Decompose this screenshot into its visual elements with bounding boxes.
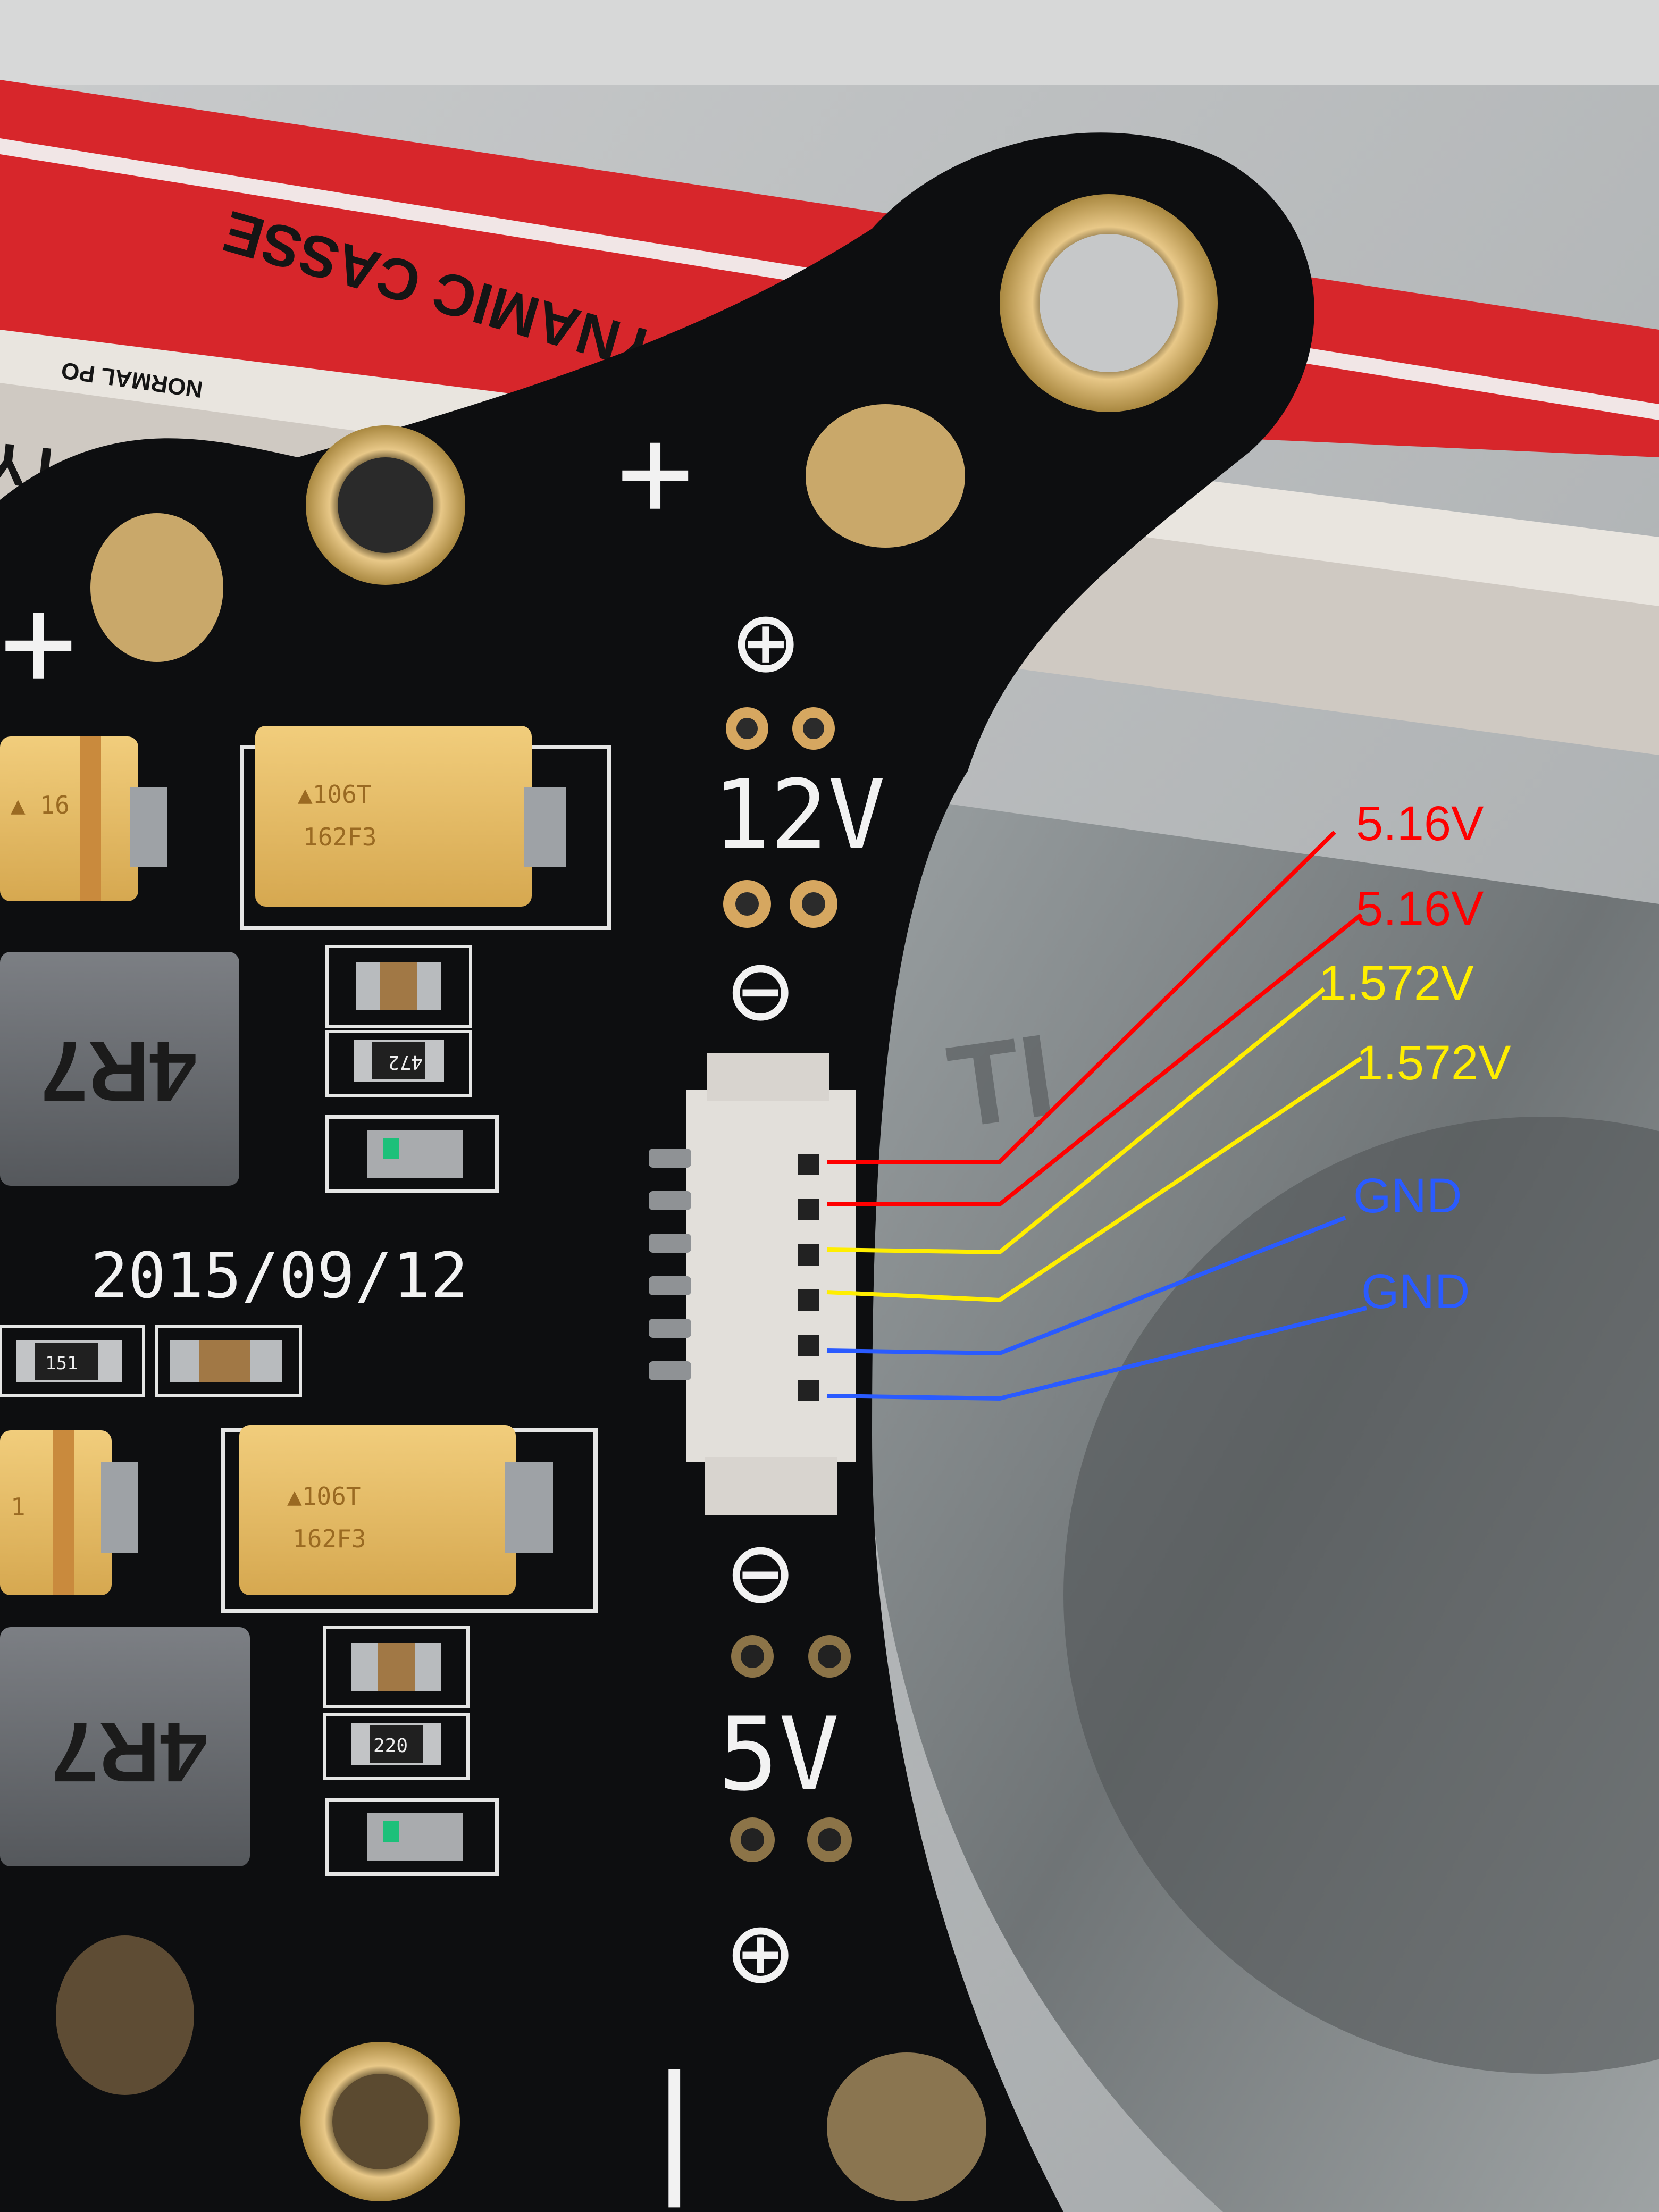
pad-esc-plus: [90, 513, 223, 662]
smd-outline: [323, 1713, 470, 1780]
rail-5v-minus-symbol: ⊖: [728, 1510, 792, 1634]
rail-12v-pad-hole: [802, 892, 825, 916]
smd-part-body: [380, 962, 417, 1010]
rail-12v-label: 12V: [713, 760, 885, 871]
smd-part-body: [378, 1643, 415, 1691]
capacitor-line1: ▲ 16: [11, 791, 70, 819]
annotation-line: [826, 987, 1326, 1255]
inductor-label: 4R7: [40, 1024, 197, 1119]
annotation-label: 1.572V: [1356, 1036, 1511, 1090]
jst-slot: [798, 1244, 819, 1266]
capacitor-terminal: [130, 787, 167, 867]
capacitor-line1: 1: [11, 1493, 26, 1521]
capacitor-line1: ▲106T: [298, 780, 371, 809]
led-green: [383, 1821, 399, 1842]
rail-5v-pad-hole: [818, 1645, 841, 1668]
pad-plus-label-1: +: [617, 397, 694, 546]
smd-outline: [0, 1325, 145, 1397]
led: [367, 1130, 463, 1178]
rail-12v-plus-symbol: ⊕: [734, 580, 798, 703]
led: [367, 1813, 463, 1861]
pcb-board: [0, 132, 1314, 2212]
mount-hole-top-inner: [1040, 234, 1178, 372]
capacitor: [239, 1425, 516, 1595]
jst-pin: [649, 1191, 691, 1210]
capacitor-line2: 162F3: [292, 1524, 366, 1553]
jst-pin: [649, 1276, 691, 1295]
jst-slot: [798, 1335, 819, 1356]
rail-12v-pad-hole: [736, 718, 758, 739]
mount-hole-left-inner: [338, 457, 433, 553]
smd-part-body: [199, 1340, 250, 1382]
smd-outline: [325, 945, 472, 1028]
jst-connector-bottom: [705, 1457, 837, 1515]
resistor-label: 472: [388, 1051, 423, 1073]
annotation-line: [826, 1056, 1363, 1303]
window-dark-circle: [1063, 1117, 1659, 2074]
smd-outline: [155, 1325, 302, 1397]
capacitor-terminal: [524, 787, 566, 867]
rail-12v-minus-symbol: ⊖: [728, 928, 792, 1052]
annotation-label: 5.16V: [1356, 797, 1484, 851]
annotation-line: [827, 912, 1363, 1206]
date-code: 2015/09/12: [90, 1239, 468, 1312]
pad-battery-minus: [827, 2052, 986, 2201]
jst-connector-top: [707, 1053, 830, 1101]
jst-slot: [798, 1289, 819, 1311]
capacitor-line1: ▲106T: [287, 1482, 361, 1511]
rail-5v-label: 5V: [718, 1696, 840, 1813]
inductor: [0, 1627, 250, 1866]
jst-pin: [649, 1234, 691, 1253]
smd-outline: [323, 1626, 470, 1708]
jst-connector: [686, 1090, 856, 1462]
pad-esc-minus: [56, 1936, 194, 2095]
smd-outline: [325, 1030, 472, 1097]
rail-12v-pad-hole: [803, 718, 824, 739]
jst-pin: [649, 1361, 691, 1380]
window-text: TI: [941, 1009, 1062, 1153]
inductor: [0, 952, 239, 1186]
jst-pin: [649, 1149, 691, 1168]
pad-battery-plus: [806, 404, 965, 548]
annotation-line: [826, 1306, 1367, 1401]
jst-slot: [798, 1199, 819, 1220]
jst-slot: [798, 1380, 819, 1401]
capacitor: [255, 726, 532, 907]
resistor-body: [35, 1343, 98, 1380]
annotation-label: GND: [1353, 1169, 1462, 1223]
rail-5v-pad-hole: [741, 1645, 764, 1668]
capacitor-terminal: [101, 1462, 138, 1553]
annotation-label: 5.16V: [1356, 882, 1484, 936]
annotation-label: 1.572V: [1319, 956, 1474, 1010]
resistor-body: [372, 1042, 425, 1079]
pad-plus-label-2: +: [0, 567, 77, 716]
capacitor: [0, 736, 138, 901]
rail-5v-plus-symbol: ⊕: [728, 1890, 792, 2014]
annotation-line: [827, 831, 1336, 1164]
capacitor-stripe: [80, 736, 101, 901]
mount-hole-bottom-inner: [332, 2074, 428, 2169]
jst-slot: [798, 1154, 819, 1175]
led-outline: [325, 1115, 499, 1193]
box-top-edge: [0, 0, 1659, 85]
inductor-label: 4R7: [51, 1705, 207, 1800]
rail-5v-pad-hole: [818, 1828, 841, 1851]
resistor-label: 220: [373, 1735, 408, 1757]
rail-12v-pad-hole: [735, 892, 759, 916]
resistor-label: 151: [45, 1353, 78, 1374]
resistor-body: [370, 1725, 423, 1763]
led-green: [383, 1138, 399, 1159]
annotation-label: GND: [1361, 1264, 1470, 1319]
annotation-line: [826, 1216, 1346, 1356]
led-outline: [325, 1798, 499, 1876]
jst-pin: [649, 1319, 691, 1338]
capacitor-stripe: [53, 1430, 74, 1595]
pad-minus-label: |: [633, 2047, 716, 2209]
capacitor-terminal: [505, 1462, 553, 1553]
rail-5v-pad-hole: [741, 1828, 764, 1851]
capacitor-line2: 162F3: [303, 823, 376, 851]
